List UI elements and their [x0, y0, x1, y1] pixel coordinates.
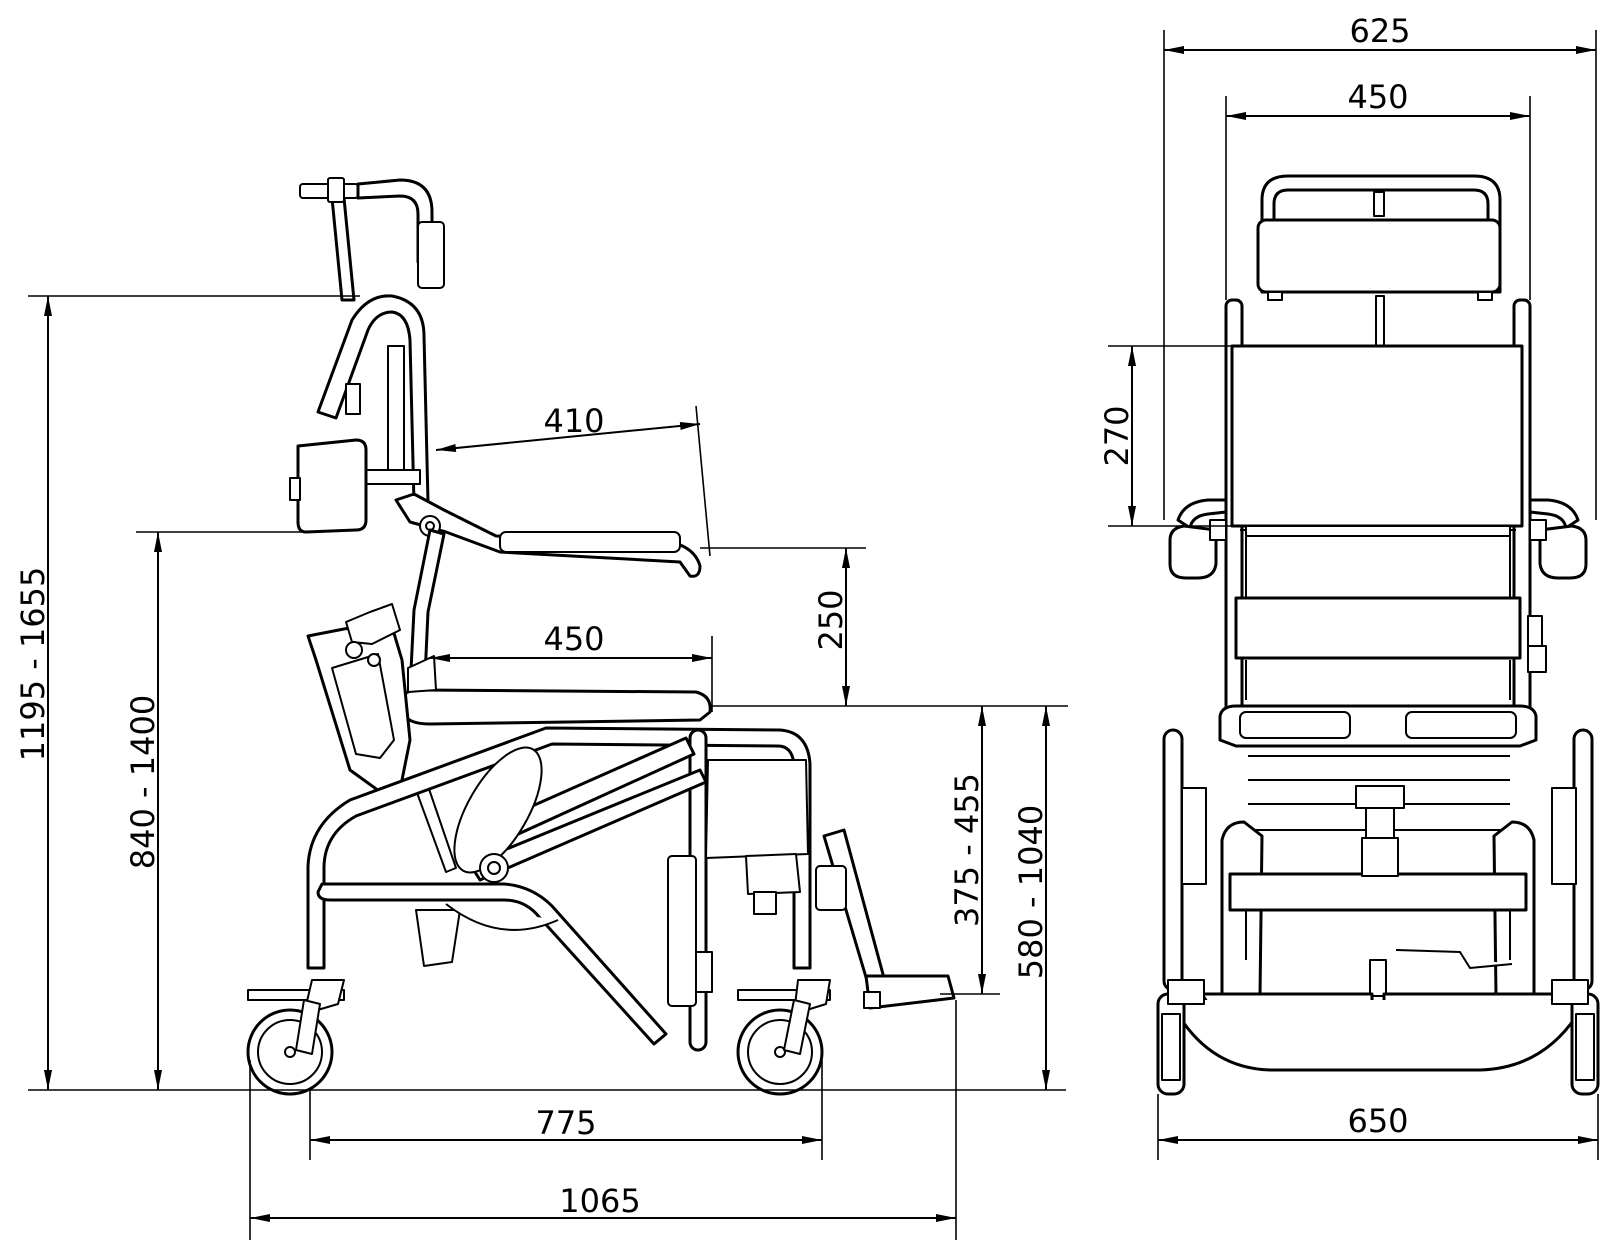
- dim-total-height: 580 - 1040: [1012, 805, 1050, 979]
- rear-castor: [246, 979, 345, 1096]
- front-middle-frame: [1234, 535, 1547, 700]
- dim-seat-depth-upper: 410: [543, 402, 604, 440]
- dim-backrest-panel: 270: [1098, 405, 1136, 466]
- dim-seat-height: 375 - 455: [948, 773, 986, 927]
- front-armrest-right: [1528, 498, 1588, 580]
- headrest-cushion: [289, 438, 368, 534]
- front-headrest: [1256, 174, 1502, 347]
- front-wheel-right: [1551, 979, 1600, 1096]
- dim-armrest-height: 840 - 1400: [124, 695, 162, 869]
- front-wheel-left: [1156, 979, 1205, 1096]
- base-frame: [306, 726, 812, 1052]
- front-seat: [1218, 704, 1538, 748]
- side-view-dimensions: 1195 - 1655 840 - 1400 410 250 450 375 -…: [14, 295, 1068, 1240]
- dim-backrest-height: 1195 - 1655: [14, 567, 52, 762]
- dim-total-length: 1065: [559, 1182, 640, 1220]
- armrest: [394, 492, 702, 578]
- legrest: [815, 828, 956, 1010]
- front-castor: [736, 979, 831, 1096]
- front-lower-frame: [1162, 728, 1594, 1072]
- dim-armrest-above-seat: 250: [812, 589, 850, 650]
- dim-seat-depth: 450: [543, 620, 604, 658]
- side-view: [246, 177, 956, 1096]
- dim-base-width: 650: [1347, 1102, 1408, 1140]
- front-view-dimensions: 625 450 270 650: [1098, 12, 1599, 1160]
- dim-outer-width-top: 625: [1349, 12, 1410, 50]
- tilt-bracket: [306, 603, 457, 873]
- push-handle: [299, 177, 445, 302]
- dim-seat-width: 450: [1347, 78, 1408, 116]
- front-armrest-left: [1168, 498, 1228, 580]
- front-view: [1156, 174, 1600, 1096]
- front-backrest: [1224, 298, 1532, 722]
- dim-wheelbase: 775: [535, 1104, 596, 1142]
- seat: [402, 528, 712, 726]
